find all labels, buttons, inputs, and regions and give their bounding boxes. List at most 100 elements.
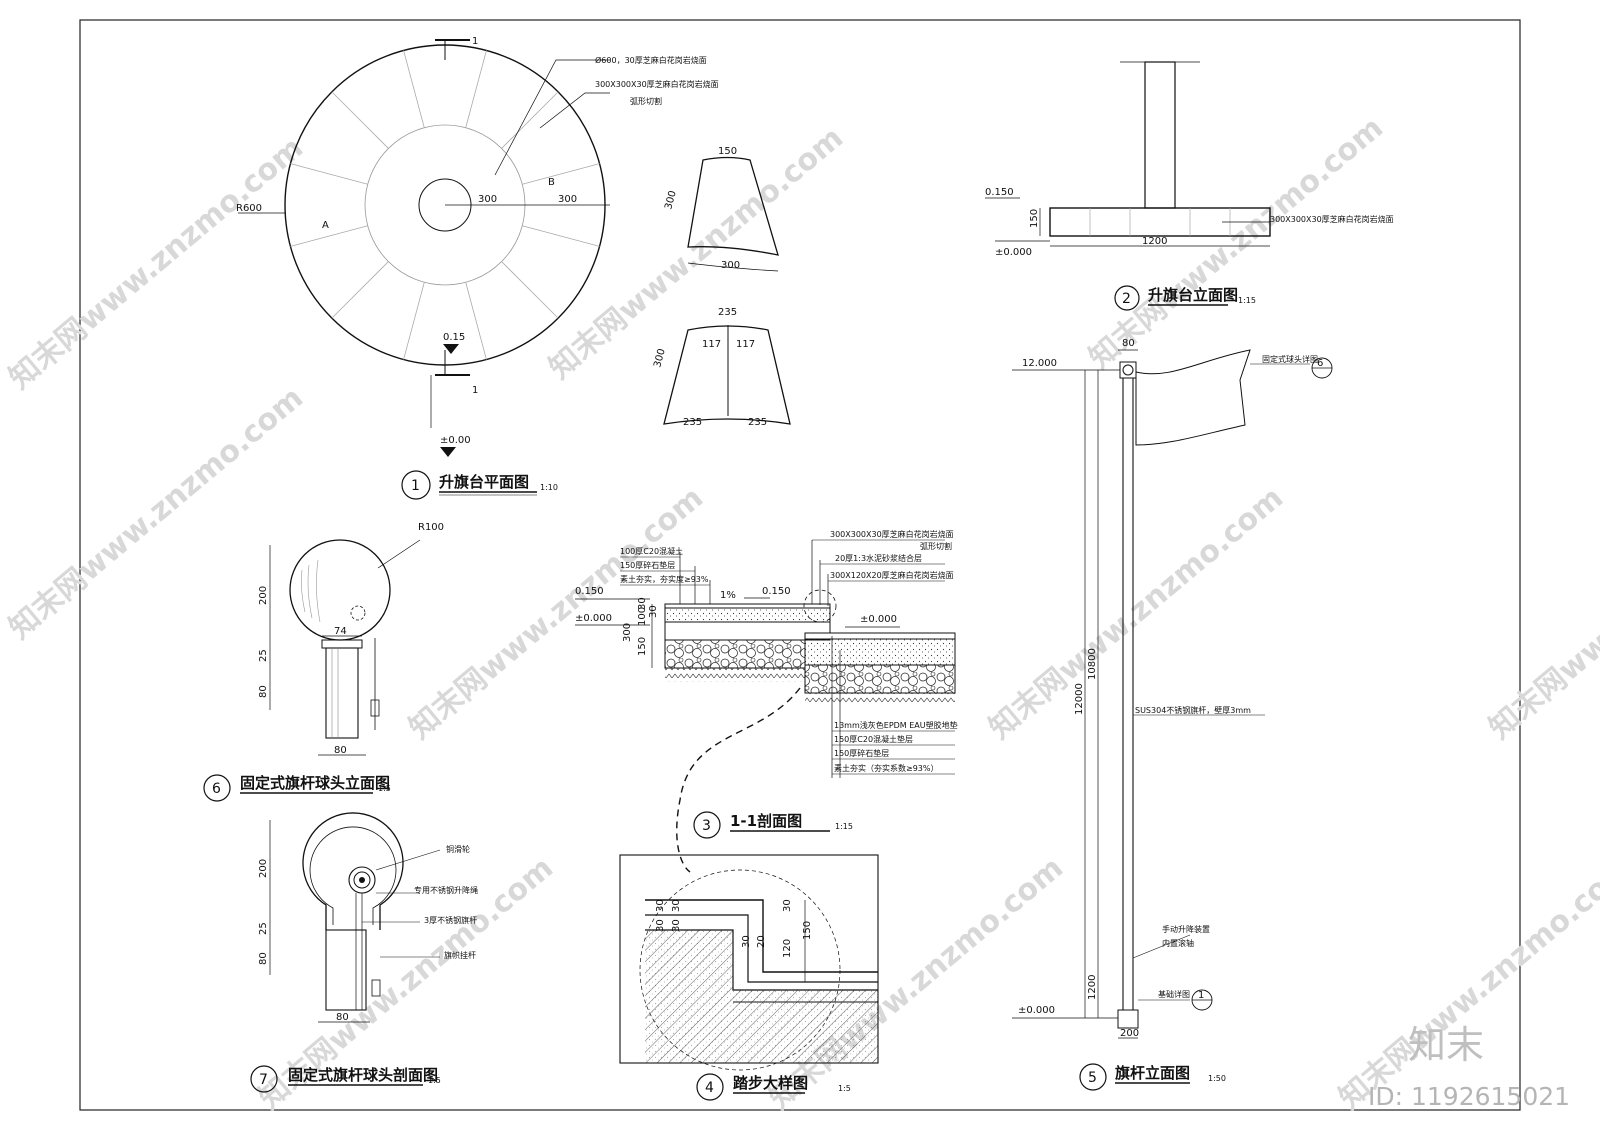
plan-note-2b: 弧形切割 (630, 96, 662, 106)
step-dim-6: 120 (782, 939, 793, 958)
section-dim-0: 30 (637, 597, 648, 610)
plan-joint-line (522, 225, 600, 247)
step-title: 踏步大样图 (733, 1074, 808, 1092)
ball-sect-note-2: 3厚不锈钢旗杆 (424, 915, 477, 925)
elevation-width-dim: 1200 (1142, 236, 1167, 247)
piece2-top-dim: 235 (718, 307, 737, 318)
section-level-a: 0.150 (575, 586, 604, 597)
pole-note-low1: 手动升降装置 (1162, 924, 1210, 934)
watermark-text: 知末网www.znzmo.com (543, 120, 850, 386)
pole-top-width: 80 (1122, 338, 1135, 349)
plan-joint-line (290, 225, 368, 247)
piece1-side-dim: 300 (663, 189, 679, 210)
ball-elevation-drawing: R100 200 25 80 74 80 6 固定式旗杆球头立面图 1:5 (203, 522, 444, 802)
brand-logo: 知末 (1408, 1023, 1484, 1067)
section-level-d: ±0.000 (860, 614, 897, 625)
pole-height-lower: 1200 (1087, 975, 1098, 1000)
plan-joint-line (331, 261, 389, 319)
section-scale: 1:15 (835, 822, 853, 831)
pole-title-number: 5 (1088, 1070, 1097, 1086)
ball-elev-width-2: 80 (334, 745, 347, 756)
section-slope: 1% (720, 590, 736, 601)
ball-elev-dim-3: 80 (258, 685, 269, 698)
step-dim-4: 20 (756, 935, 767, 948)
ball-sect-dim-1: 200 (258, 859, 269, 878)
elevation-title: 升旗台立面图 (1148, 286, 1238, 304)
watermark-text: 知末网www.znzmo.com (1083, 110, 1390, 376)
watermark-text: 知末网www.znzmo.com (3, 380, 310, 646)
pole-note-low2: 内置滚轴 (1162, 938, 1194, 948)
elevation-title-number: 2 (1122, 291, 1131, 307)
step-detail-drawing: 30 30 30 30 20 30 120 150 30 4 踏步大样图 1:5 (619, 854, 879, 1101)
pole-level-top: 12.000 (1022, 358, 1057, 369)
plan-joint-line (290, 163, 368, 185)
elevation-scale: 1:15 (1238, 296, 1256, 305)
section-dim-1: 100 (637, 607, 648, 626)
elevation-level-base: ±0.000 (995, 247, 1032, 258)
ball-sect-title: 固定式旗杆球头剖面图 (288, 1066, 438, 1084)
section-dim-3: 150 (637, 637, 648, 656)
plan-zone-a: A (322, 220, 329, 231)
piece1-top-dim: 150 (718, 146, 737, 157)
pole-note-top: 固定式球头详图 (1262, 354, 1318, 364)
piece2-side-dim: 300 (652, 347, 668, 368)
section-top-layer-0: 300X300X30厚芝麻白花岗岩烧面 (830, 529, 954, 539)
elevation-note: 300X300X30厚芝麻白花岗岩烧面 (1270, 214, 1394, 224)
pole-note-mid: SUS304不锈钢旗杆，壁厚3mm (1135, 705, 1251, 715)
paving-piece-2: 235 117 117 300 235 235 (652, 307, 791, 428)
plan-title-number: 1 (411, 478, 420, 494)
watermark-text: 知末网www.znzmo.com (3, 130, 310, 396)
pole-note-base-ref: 1 (1198, 990, 1204, 1001)
plan-joint-line (331, 91, 389, 149)
plan-dim-outer: 300 (558, 194, 577, 205)
section-right-layer-2: 150厚碎石垫层 (834, 748, 889, 758)
elevation-drawing: 1200 150 0.150 ±0.000 300X300X30厚芝麻白花岗岩烧… (985, 61, 1394, 311)
piece2-mid-dim-b: 117 (736, 339, 755, 350)
paving-piece-1: 150 300 300 (663, 146, 779, 272)
ball-elev-dim-1: 200 (258, 586, 269, 605)
section-left-layer-1: 150厚碎石垫层 (620, 560, 675, 570)
plan-joint-line (501, 261, 559, 319)
elevation-height-dim: 150 (1029, 209, 1040, 228)
pole-note-base: 基础详图 (1158, 989, 1190, 999)
plan-note-1: Ø600，30厚芝麻白花岗岩烧面 (595, 55, 707, 65)
plan-title: 升旗台平面图 (439, 473, 529, 491)
plan-joint-line (403, 282, 425, 360)
elevation-level-top: 0.150 (985, 187, 1014, 198)
section-mark-bottom: 1 (472, 385, 478, 396)
plan-dim-inner: 300 (478, 194, 497, 205)
plan-zone-b: B (548, 177, 555, 188)
plan-drawing: 1 1 300 300 R600 A B Ø600，30厚芝麻白花岗岩烧面 30… (236, 36, 719, 500)
step-dim-3: 30 (671, 919, 682, 932)
section-right-layer-1: 150厚C20混凝土垫层 (834, 734, 913, 744)
section-title-number: 3 (702, 818, 711, 834)
sheet-border (79, 19, 1521, 1111)
section-level-b: ±0.000 (575, 613, 612, 624)
section-top-layer-1: 弧形切割 (920, 541, 952, 551)
ball-sect-note-0: 铜滑轮 (446, 844, 470, 854)
section-right-layer-3: 素土夯实（夯实系数≥93%） (834, 763, 938, 773)
ball-elev-title: 固定式旗杆球头立面图 (240, 774, 390, 792)
ball-sect-scale: 1:5 (428, 1076, 441, 1085)
section-top-layer-3: 300X120X20厚芝麻白花岗岩烧面 (830, 570, 954, 580)
section-mark-top: 1 (472, 36, 478, 47)
section-left-layer-2: 素土夯实，夯实度≥93% (620, 574, 709, 584)
ball-sect-note-3: 旗帜挂杆 (444, 950, 476, 960)
plan-joint-line (465, 50, 487, 128)
plan-level-base: ±0.00 (440, 435, 471, 446)
watermark-text: 知末网www.znzmo.com (763, 850, 1070, 1116)
step-dim-1: 30 (671, 899, 682, 912)
pole-scale: 1:50 (1208, 1074, 1226, 1083)
step-dim-0: 30 (655, 899, 666, 912)
plan-joint-line (501, 91, 559, 149)
ball-elev-title-number: 6 (212, 781, 221, 797)
ball-sect-title-number: 7 (259, 1072, 268, 1088)
plan-scale: 1:10 (540, 483, 558, 492)
pole-height-total: 12000 (1074, 683, 1085, 715)
ball-elev-scale: 1:5 (378, 784, 391, 793)
piece2-bottom-dim-b: 235 (748, 417, 767, 428)
step-dim-5: 30 (741, 935, 752, 948)
pole-note-top-ref: 6 (1317, 358, 1323, 369)
step-scale: 1:5 (838, 1084, 851, 1093)
